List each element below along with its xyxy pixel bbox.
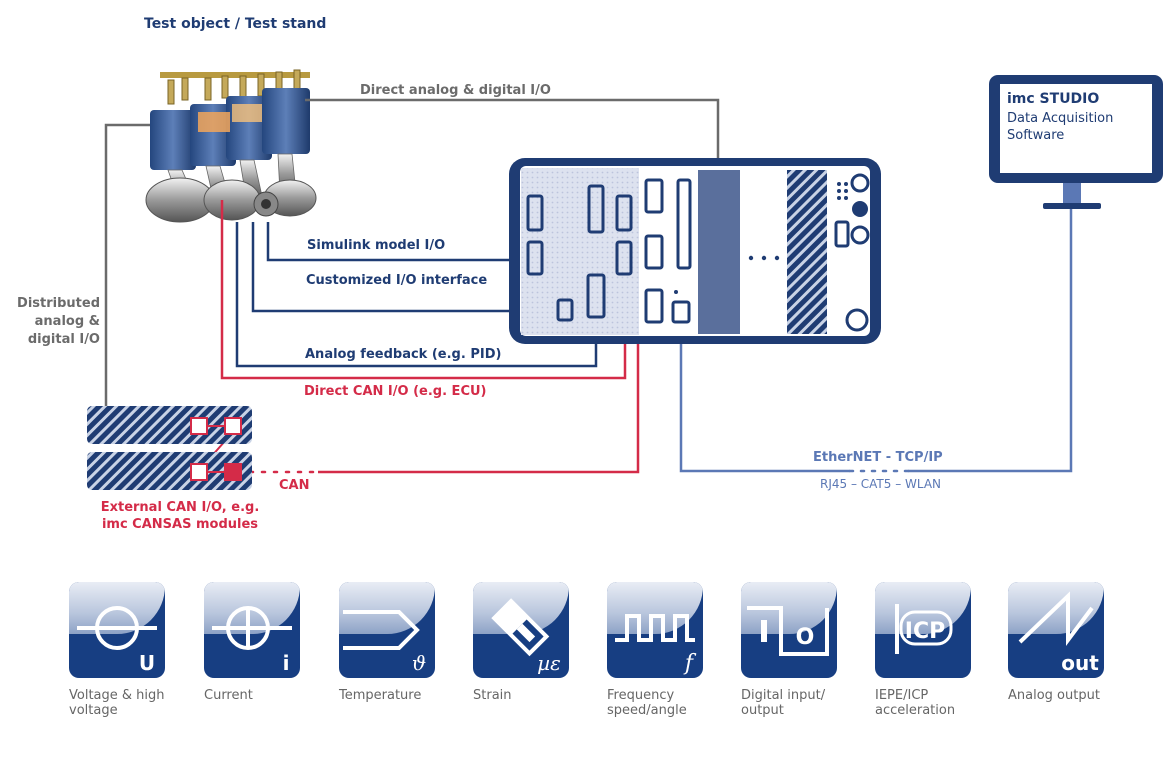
analog-output-icon: out (1018, 591, 1099, 675)
line-direct-analog (305, 98, 720, 170)
caption-analog-output: Analog output (1008, 688, 1100, 703)
label-analog-feedback: Analog feedback (e.g. PID) (305, 347, 502, 362)
svg-text:U: U (139, 651, 155, 675)
label-simulink: Simulink model I/O (307, 238, 446, 253)
label-customized: Customized I/O interface (306, 273, 488, 288)
software-line2: Software (1007, 128, 1065, 143)
line-customized (251, 222, 565, 313)
engine-illustration (145, 69, 317, 223)
label-direct-can: Direct CAN I/O (e.g. ECU) (304, 384, 487, 399)
digital-io-icon: O (747, 606, 829, 656)
tile-current: i (204, 582, 300, 678)
tile-voltage: U (69, 582, 165, 678)
caption-iepe: IEPE/ICP acceleration (875, 688, 956, 718)
tile-analog-output: out (1008, 582, 1104, 678)
caption-frequency: Frequency speed/angle (607, 688, 687, 718)
label-direct-analog: Direct analog & digital I/O (360, 83, 551, 98)
svg-text:ϑ: ϑ (412, 651, 426, 675)
test-stand-title: Test object / Test stand (144, 16, 327, 32)
line-can (318, 338, 640, 474)
current-icon: i (212, 606, 292, 675)
monitor (989, 75, 1163, 209)
iepe-icon: ICP (895, 604, 953, 654)
svg-text:out: out (1061, 651, 1099, 675)
caption-voltage: Voltage & high voltage (69, 688, 165, 718)
temperature-icon: ϑ (343, 610, 426, 675)
cansas-modules (87, 406, 252, 490)
software-name: imc STUDIO (1007, 91, 1100, 107)
svg-text:ICP: ICP (905, 619, 945, 644)
daq-device (509, 158, 881, 344)
caption-strain: Strain (473, 688, 512, 703)
line-simulink (266, 222, 527, 262)
label-distributed: Distributed analog & digital I/O (17, 296, 100, 347)
svg-text:f: f (683, 651, 697, 676)
line-ethernet-left (679, 318, 850, 473)
tile-frequency: f (607, 582, 703, 678)
strain-icon: µε (491, 598, 561, 675)
tile-iepe: ICP (875, 582, 971, 678)
frequency-icon: f (615, 614, 697, 676)
caption-digital-io: Digital input/ output (741, 688, 826, 718)
tile-strain: µε (473, 582, 569, 678)
tile-temperature: ϑ (339, 582, 435, 678)
caption-temperature: Temperature (339, 688, 422, 703)
svg-text:µε: µε (537, 651, 561, 675)
label-ethernet-sub: RJ45 – CAT5 – WLAN (820, 477, 942, 491)
label-ethernet: EtherNET - TCP/IP (813, 450, 943, 465)
svg-text:i: i (283, 651, 290, 675)
line-ethernet-right (908, 190, 1073, 473)
software-line1: Data Acquisition (1007, 111, 1114, 126)
svg-text:O: O (796, 625, 815, 650)
label-can: CAN (279, 478, 310, 493)
tile-digital-io: O (741, 582, 837, 678)
label-external-can: External CAN I/O, e.g. imc CANSAS module… (100, 500, 260, 532)
caption-current: Current (204, 688, 253, 703)
voltage-icon: U (77, 606, 157, 675)
line-distributed (104, 123, 150, 408)
